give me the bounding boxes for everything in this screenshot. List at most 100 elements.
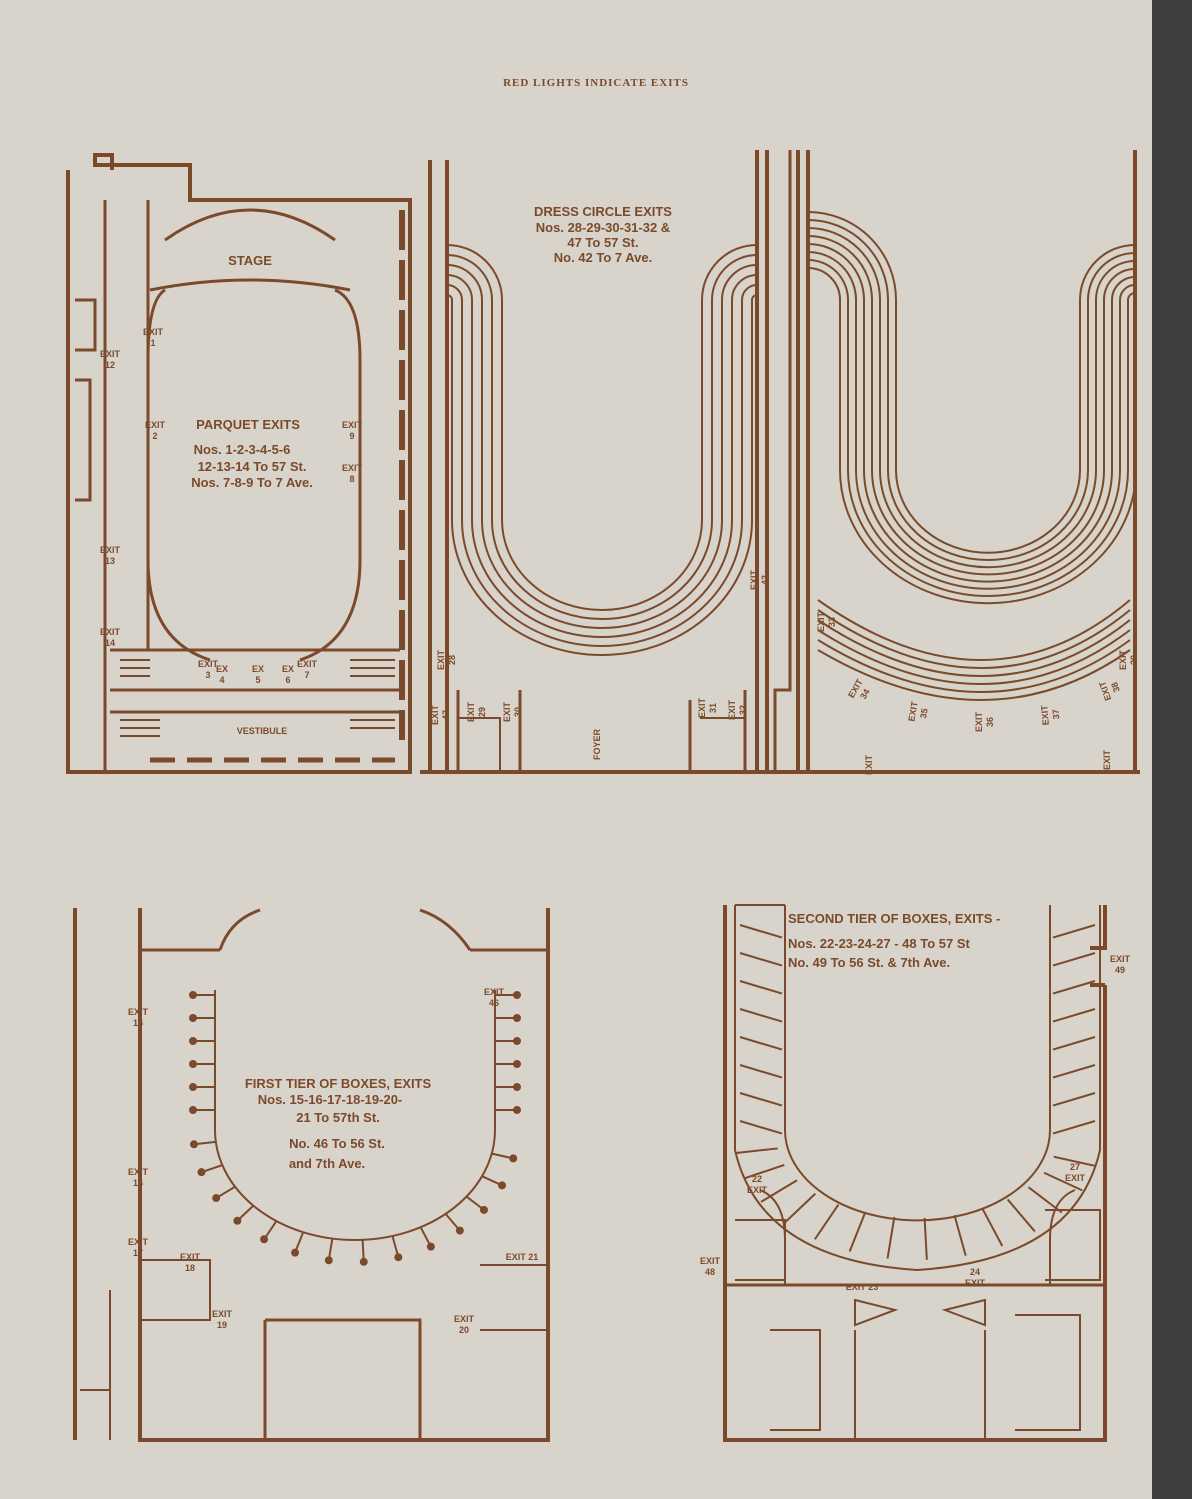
exit-number: 27 <box>1070 1162 1080 1172</box>
seat-row <box>817 619 1131 677</box>
dress-circle-plan <box>420 150 1140 774</box>
box-door <box>513 1106 521 1114</box>
box-divider <box>739 1036 783 1051</box>
exit-text: EXIT <box>180 1252 201 1262</box>
exit-text: EXIT <box>466 702 476 723</box>
stage-label: STAGE <box>228 253 272 268</box>
seat-row <box>446 254 758 620</box>
box-door <box>513 1037 521 1045</box>
seat-row <box>446 274 758 638</box>
box-divider <box>739 1092 783 1107</box>
box-divider <box>739 1064 783 1079</box>
exit-text: EXIT <box>1118 650 1128 671</box>
box-door <box>189 1083 197 1091</box>
box-divider <box>1027 1186 1063 1214</box>
seat-row <box>807 267 1137 605</box>
exit-text: EXIT <box>965 1278 986 1288</box>
exit-text: EXIT <box>143 327 164 337</box>
box-divider <box>953 1214 967 1256</box>
exit-text: EXIT <box>1039 704 1051 725</box>
exit-text: EXIT <box>749 570 759 591</box>
exit-number: 30 <box>513 707 523 717</box>
seat-row <box>807 259 1136 597</box>
box-divider <box>739 1008 783 1023</box>
seat-row <box>807 243 1136 583</box>
box-door <box>513 1060 521 1068</box>
box-door <box>324 1256 333 1265</box>
box-door <box>291 1248 300 1257</box>
box-divider <box>739 952 783 967</box>
seat-row <box>807 227 1136 569</box>
box-divider <box>760 1179 798 1203</box>
box-door <box>189 1014 197 1022</box>
seat-row <box>446 244 758 611</box>
exit-text: EXIT <box>297 659 318 669</box>
exit-text: EXIT <box>697 698 707 719</box>
exit-text: EXIT <box>100 349 121 359</box>
exit-text: EXIT <box>1065 1173 1086 1183</box>
exit-text: EXIT <box>906 700 919 722</box>
dress-circle-caption: DRESS CIRCLE EXITS Nos. 28-29-30-31-32 &… <box>534 204 672 265</box>
box-rail <box>734 905 1101 1272</box>
box-divider <box>923 1217 928 1260</box>
box-divider <box>739 924 783 939</box>
exit-number: 46 <box>489 998 499 1008</box>
seating-rows <box>446 211 1137 701</box>
exit-label: EX6 <box>282 664 294 685</box>
seat-row <box>817 649 1131 701</box>
exit-number: 9 <box>349 431 354 441</box>
exit-label: EXIT <box>864 755 874 776</box>
caption-line: No. 42 To 7 Ave. <box>554 250 653 265</box>
box-door <box>479 1205 488 1214</box>
box-door <box>189 1140 198 1149</box>
box-door <box>513 1083 521 1091</box>
exit-text: EXIT <box>128 1007 149 1017</box>
exit-number: 29 <box>477 707 487 717</box>
box-divider <box>1052 1064 1096 1079</box>
exit-number: 13 <box>105 556 115 566</box>
box-divider <box>1052 1120 1096 1135</box>
box-divider <box>848 1212 867 1252</box>
exit-text: EXIT <box>145 420 166 430</box>
exit-number: 42 <box>760 575 770 585</box>
exit-text: EX <box>282 664 294 674</box>
second-tier-plan <box>723 904 1107 1442</box>
exit-number: 37 <box>1051 709 1062 720</box>
box-divider <box>1043 1171 1083 1192</box>
box-divider <box>1052 980 1096 995</box>
exit-number: 22 <box>752 1174 762 1184</box>
exit-text: EXIT <box>198 659 219 669</box>
caption-line: 47 To 57 St. <box>567 235 638 250</box>
exit-number: 36 <box>985 717 995 727</box>
caption-line: Nos. 28-29-30-31-32 & <box>536 220 670 235</box>
caption-title: DRESS CIRCLE EXITS <box>534 204 672 219</box>
exit-text: EXIT 23 <box>846 1282 879 1292</box>
exit-text: EXIT <box>974 712 984 733</box>
exit-label: EX4 <box>216 664 228 685</box>
exit-text: EXIT <box>100 627 121 637</box>
caption-line: 12-13-14 To 57 St. <box>198 459 307 474</box>
box-divider <box>1052 952 1096 967</box>
exit-text: EXIT <box>502 702 512 723</box>
box-door <box>212 1194 221 1203</box>
exit-number: 35 <box>918 708 930 720</box>
seat-row <box>446 284 758 647</box>
exit-number: 38 <box>1109 681 1122 694</box>
exit-text: EXIT <box>128 1237 149 1247</box>
exit-text: EX <box>252 664 264 674</box>
